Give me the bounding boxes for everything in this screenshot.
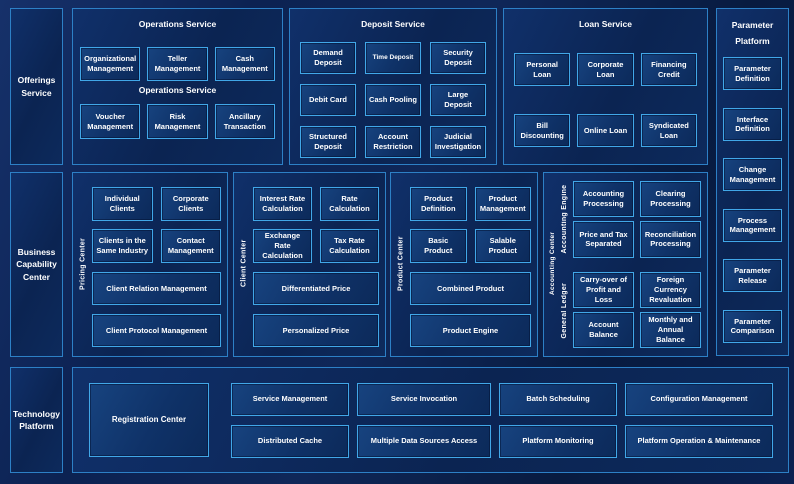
box-interface-definition: Interface Definition — [723, 107, 782, 141]
box-client-protocol-management: Client Protocol Management — [92, 314, 221, 347]
box-foreign-currency-revaluation: Foreign Currency Revaluation — [640, 271, 701, 308]
business-capability-center-label: Business Capability Center — [10, 172, 63, 357]
box-price-tax-separated: Price and Tax Separated — [573, 221, 634, 258]
box-individual-clients: Individual Clients — [92, 187, 153, 221]
client-center-content: Interest Rate Calculation Rate Calculati… — [253, 179, 379, 348]
technology-platform-grid: Service Management Service Invocation Ba… — [231, 382, 773, 458]
box-financing-credit: Financing Credit — [640, 53, 697, 86]
product-center-vertical-label: Product Center — [397, 236, 405, 291]
box-time-deposit: Time Deposit — [365, 42, 421, 74]
box-structured-deposit: Structured Deposit — [300, 126, 356, 158]
box-judicial-investigation: Judicial Investigation — [430, 126, 486, 158]
loan-row-2: Bill Discounting Online Loan Syndicated … — [514, 114, 697, 147]
pricing-center-section: Pricing Center Individual Clients Corpor… — [72, 172, 228, 357]
box-combined-product: Combined Product — [410, 272, 531, 305]
operations-service-subtitle: Operations Service — [138, 85, 217, 95]
box-salable-product: Salable Product — [474, 229, 531, 263]
box-configuration-management: Configuration Management — [625, 382, 773, 416]
box-monthly-annual-balance: Monthly and Annual Balance — [640, 311, 701, 348]
box-differentiated-price: Differentiated Price — [253, 272, 379, 305]
box-basic-product: Basic Product — [410, 229, 467, 263]
pricing-center-vertical-label: Pricing Center — [79, 237, 87, 290]
accounting-center-vertical-label: Accounting Center — [549, 231, 556, 296]
parameter-platform-title: Parameter Platform — [731, 20, 774, 47]
technology-platform-section: Registration Center Service Management S… — [72, 367, 789, 473]
box-platform-monitoring: Platform Monitoring — [499, 424, 617, 458]
box-large-deposit: Large Deposit — [430, 84, 486, 116]
client-center-vertical-label: Client Center — [240, 239, 248, 288]
box-clients-same-industry: Clients in the Same Industry — [92, 229, 153, 263]
box-client-relation-management: Client Relation Management — [92, 272, 221, 305]
box-interest-rate-calculation: Interest Rate Calculation — [253, 187, 312, 221]
box-tax-rate-calculation: Tax Rate Calculation — [320, 229, 379, 263]
pricing-center-content: Individual Clients Corporate Clients Cli… — [92, 179, 221, 348]
box-parameter-comparison: Parameter Comparison — [723, 309, 782, 343]
box-demand-deposit: Demand Deposit — [300, 42, 356, 74]
accounting-engine-group: Accounting Engine Accounting Processing … — [558, 181, 701, 258]
box-personal-loan: Personal Loan — [514, 53, 571, 86]
box-product-management: Product Management — [474, 187, 531, 221]
operations-service-title: Operations Service — [138, 19, 217, 29]
box-process-management: Process Management — [723, 208, 782, 242]
box-service-invocation: Service Invocation — [357, 382, 491, 416]
deposit-service-section: Deposit Service Demand Deposit Time Depo… — [289, 8, 497, 165]
product-center-section: Product Center Product Definition Produc… — [390, 172, 538, 357]
operations-row-1: Organizational Management Teller Managem… — [80, 47, 275, 81]
box-cash-pooling: Cash Pooling — [365, 84, 421, 116]
client-center-section: Client Center Interest Rate Calculation … — [233, 172, 386, 357]
box-ancillary-transaction: Ancillary Transaction — [214, 104, 275, 139]
box-multiple-data-sources-access: Multiple Data Sources Access — [357, 424, 491, 458]
box-risk-management: Risk Management — [147, 104, 208, 139]
box-teller-management: Teller Management — [147, 47, 208, 81]
loan-service-title: Loan Service — [579, 19, 632, 29]
box-reconciliation-processing: Reconciliation Processing — [640, 221, 701, 258]
box-organizational-management: Organizational Management — [80, 47, 141, 81]
box-parameter-definition: Parameter Definition — [723, 57, 782, 91]
loan-service-section: Loan Service Personal Loan Corporate Loa… — [503, 8, 708, 165]
box-bill-discounting: Bill Discounting — [514, 114, 571, 147]
deposit-service-title: Deposit Service — [361, 19, 425, 29]
box-debit-card: Debit Card — [300, 84, 356, 116]
box-platform-operation-maintenance: Platform Operation & Maintenance — [625, 424, 773, 458]
loan-row-1: Personal Loan Corporate Loan Financing C… — [514, 53, 697, 86]
box-batch-scheduling: Batch Scheduling — [499, 382, 617, 416]
box-clearing-processing: Clearing Processing — [640, 181, 701, 218]
box-change-management: Change Management — [723, 158, 782, 192]
box-corporate-clients: Corporate Clients — [160, 187, 221, 221]
general-ledger-vertical-label: General Ledger — [561, 281, 568, 338]
box-product-definition: Product Definition — [410, 187, 467, 221]
box-exchange-rate-calculation: Exchange Rate Calculation — [253, 229, 312, 263]
box-voucher-management: Voucher Management — [80, 104, 141, 139]
parameter-platform-section: Parameter Platform Parameter Definition … — [716, 8, 789, 356]
operations-service-section: Operations Service Organizational Manage… — [72, 8, 283, 165]
box-carry-over-profit-loss: Carry-over of Profit and Loss — [573, 271, 634, 308]
deposit-grid: Demand Deposit Time Deposit Security Dep… — [300, 42, 486, 158]
accounting-groups: Accounting Engine Accounting Processing … — [558, 181, 701, 348]
parameter-platform-boxes: Parameter Definition Interface Definitio… — [723, 55, 782, 345]
box-account-restriction: Account Restriction — [365, 126, 421, 158]
box-syndicated-loan: Syndicated Loan — [640, 114, 697, 147]
box-rate-calculation: Rate Calculation — [320, 187, 379, 221]
accounting-center-section: Accounting Center Accounting Engine Acco… — [543, 172, 708, 357]
box-corporate-loan: Corporate Loan — [577, 53, 634, 86]
box-parameter-release: Parameter Release — [723, 259, 782, 293]
box-personalized-price: Personalized Price — [253, 314, 379, 347]
box-registration-center: Registration Center — [89, 383, 209, 457]
box-accounting-processing: Accounting Processing — [573, 181, 634, 218]
box-service-management: Service Management — [231, 382, 349, 416]
box-cash-management: Cash Management — [214, 47, 275, 81]
box-contact-management: Contact Management — [160, 229, 221, 263]
general-ledger-group: General Ledger Carry-over of Profit and … — [558, 271, 701, 348]
accounting-engine-vertical-label: Accounting Engine — [561, 184, 568, 254]
box-distributed-cache: Distributed Cache — [231, 424, 349, 458]
technology-platform-label: Technology Platform — [10, 367, 63, 473]
box-security-deposit: Security Deposit — [430, 42, 486, 74]
box-product-engine: Product Engine — [410, 314, 531, 347]
operations-row-2: Voucher Management Risk Management Ancil… — [80, 104, 275, 139]
offerings-service-label: Offerings Service — [10, 8, 63, 165]
product-center-content: Product Definition Product Management Ba… — [410, 179, 531, 348]
box-online-loan: Online Loan — [577, 114, 634, 147]
box-account-balance: Account Balance — [573, 311, 634, 348]
